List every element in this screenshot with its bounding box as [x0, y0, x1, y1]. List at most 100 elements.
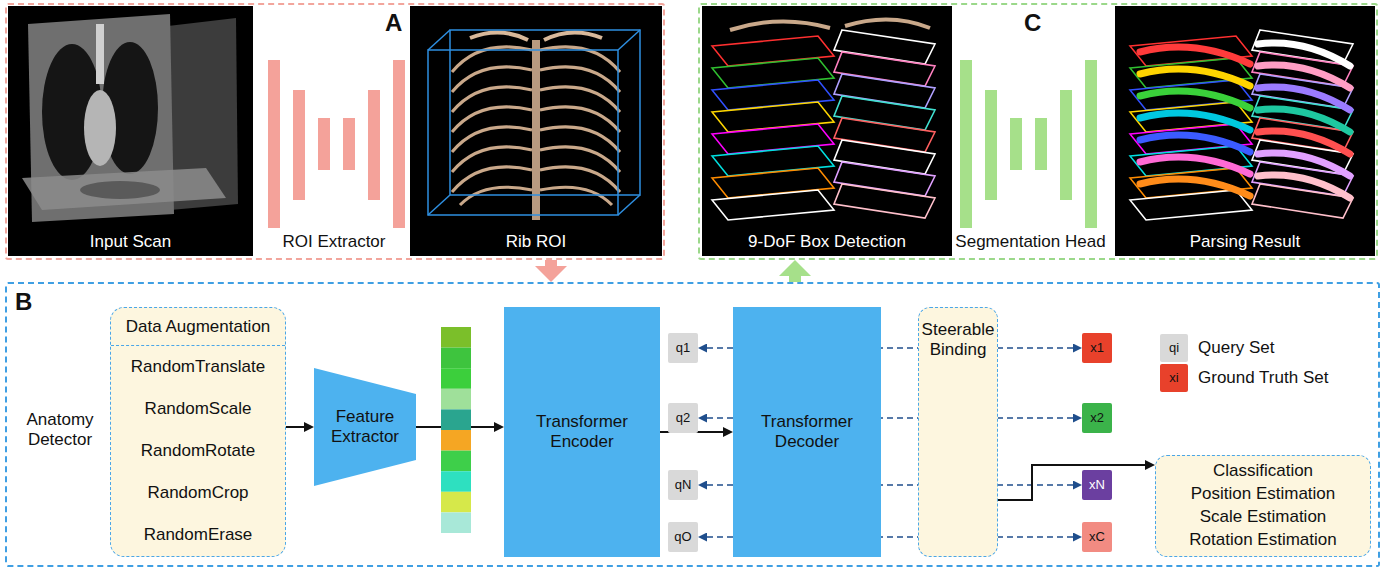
module-label: Transformer Encoder: [512, 412, 652, 453]
output-item: Position Estimation: [1191, 484, 1336, 504]
feature-extractor: Feature Extractor: [314, 368, 416, 486]
token-label: qO: [674, 529, 691, 545]
roi-extractor-bars: [268, 60, 405, 228]
module-label: Segmentation Head: [955, 232, 1105, 252]
roi-cube: [428, 30, 640, 215]
feature-tokens: [441, 471, 471, 492]
rib-curves: [540, 187, 612, 205]
rib-curves: [544, 32, 602, 40]
token-label: xN: [1089, 477, 1105, 493]
feature-tokens: [441, 492, 471, 513]
augmentation-item: RandomCrop: [111, 472, 285, 514]
segmentation-head-bars: [960, 60, 972, 228]
roi-extractor-bars: [393, 60, 405, 228]
network-module: ROI Extractor: [262, 30, 406, 256]
binding-box: Steerable Binding: [918, 307, 998, 557]
token-label: q1: [676, 340, 690, 356]
feature-tokens: [441, 327, 471, 348]
roi-cube: [618, 195, 640, 215]
roi-cube: [428, 195, 450, 215]
panel-letter: C: [1024, 9, 1041, 38]
roi-cube: [450, 30, 640, 195]
network-module: Segmentation Head: [948, 30, 1113, 256]
parsed-ribs: [1140, 135, 1250, 152]
image-panel: Input Scan: [8, 6, 253, 256]
feature-tokens: [441, 512, 471, 533]
legend-text: Query Set: [1198, 338, 1275, 358]
augmentation-item: RandomRotate: [111, 430, 285, 472]
roi-extractor-bars: [293, 90, 305, 200]
parsed-ribs: [1140, 47, 1250, 64]
rib-roi-image: [532, 40, 540, 220]
stage-arrow: [545, 260, 557, 266]
segmentation-head-bars: [985, 90, 997, 200]
feature-tokens: [441, 348, 471, 369]
feature-tokens: [441, 430, 471, 451]
roi-extractor-bars: [318, 118, 330, 170]
panel-frame: B Data AugmentationRandomTranslateRandomS…: [5, 282, 1380, 567]
parsed-ribs: [1140, 91, 1250, 108]
parsed-ribs: [1140, 179, 1250, 196]
parsing-result-image: [1130, 30, 1353, 220]
parsed-ribs: [1140, 113, 1250, 130]
image-caption: 9-DoF Box Detection: [748, 232, 906, 252]
rib-curves: [460, 187, 532, 205]
module-label: ROI Extractor: [283, 232, 386, 252]
input-scan-image: [8, 6, 253, 256]
module-label: Steerable Binding: [919, 320, 997, 361]
image-panel: 9-DoF Box Detection: [702, 6, 952, 256]
feature-tokens: [441, 327, 471, 533]
token-label: x2: [1090, 410, 1104, 426]
roi-extractor-bars: [368, 90, 380, 200]
flow-arrow: [286, 426, 304, 428]
augmentation-item: RandomScale: [111, 388, 285, 430]
trapezoid-fill: [314, 368, 416, 486]
box-detection-image: [702, 6, 952, 256]
roi-cube: [428, 30, 450, 50]
output-item: Classification: [1213, 461, 1313, 481]
parsed-ribs: [1258, 175, 1350, 198]
legend-row: Ground Truth Set: [1160, 364, 1328, 392]
box-detection-image: [702, 6, 952, 256]
segmentation-head-bars: [1085, 60, 1097, 228]
image-panel: Parsing Result: [1115, 6, 1375, 256]
input-scan-image: [96, 24, 104, 84]
label-box: xi: [1160, 364, 1188, 392]
augmentation-item: Data Augmentation: [111, 308, 285, 346]
box-detection-image: [845, 19, 930, 28]
module-label: Transformer Decoder: [741, 412, 873, 453]
augmentation-item: RandomErase: [111, 514, 285, 556]
ground-truth-token: xN: [1082, 470, 1112, 500]
output-item: Scale Estimation: [1200, 507, 1327, 527]
transformer-block: Transformer Encoder: [504, 307, 660, 557]
query-token: q1: [668, 333, 698, 363]
output-box: ClassificationPosition EstimationScale E…: [1155, 455, 1371, 557]
legend-text: Ground Truth Set: [1198, 368, 1328, 388]
flow-arrow: [998, 465, 1145, 500]
query-token: q2: [668, 403, 698, 433]
box-detection-image: [730, 21, 830, 30]
module-label: Feature Extractor: [320, 407, 410, 448]
parsed-ribs: [1140, 69, 1250, 86]
token-label: xC: [1089, 529, 1105, 545]
feature-tokens: [441, 451, 471, 472]
augmentation-item: RandomTranslate: [111, 346, 285, 388]
feature-tokens: [441, 409, 471, 430]
segmentation-head-bars: [1035, 118, 1047, 170]
box-detection-image: [712, 30, 935, 220]
ground-truth-token: xC: [1082, 522, 1112, 552]
image-panel: Rib ROI: [410, 6, 662, 256]
token-label: qN: [675, 477, 692, 493]
image-caption: Parsing Result: [1190, 232, 1301, 252]
section-label: Anatomy Detector: [12, 410, 108, 451]
parsing-result-image: [1115, 6, 1375, 256]
roi-cube: [618, 30, 640, 50]
roi-cube: [428, 50, 618, 215]
panel-frame: C 9-DoF Box Detection Segmentation Head Par…: [698, 3, 1378, 260]
transformer-block: Transformer Decoder: [733, 307, 881, 557]
segmentation-head-bars: [1010, 118, 1022, 170]
panel-letter: B: [15, 288, 32, 317]
ground-truth-token: x1: [1082, 333, 1112, 363]
feature-tokens: [441, 389, 471, 410]
